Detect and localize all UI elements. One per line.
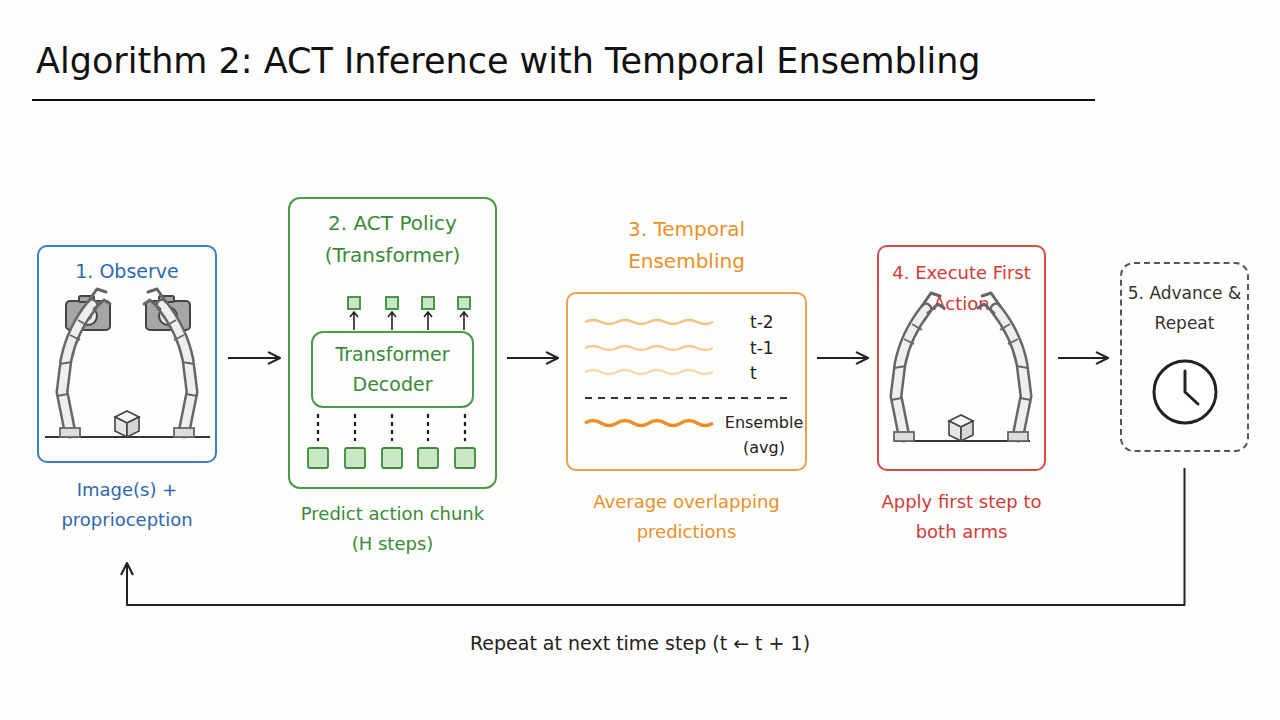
input-token xyxy=(418,448,438,468)
node-text: Image(s) + proprioception xyxy=(37,475,217,535)
dotted-line xyxy=(317,415,319,440)
output-tokens xyxy=(348,297,470,309)
camera-icon xyxy=(146,296,190,330)
box-outline xyxy=(311,331,474,408)
separator-line xyxy=(585,397,790,399)
flow-arrow xyxy=(228,357,280,359)
observe-box: 1. ObserveImage(s) + proprioception xyxy=(37,245,217,555)
clock-face xyxy=(1154,361,1216,423)
edge-label: Repeat at next time step (t ← t + 1) xyxy=(470,632,810,654)
prediction-curve xyxy=(585,346,713,350)
token-arrow xyxy=(350,312,358,330)
title-underline xyxy=(32,99,1095,101)
camera-icon xyxy=(66,296,110,330)
clock-hands xyxy=(1185,371,1198,404)
robot-arm xyxy=(57,289,110,437)
node-text: Average overlapping predictions xyxy=(566,487,807,547)
ensembling-box: 3. Temporal Ensembling t-2 t-1 tEnsemble (a… xyxy=(566,205,807,471)
input-token xyxy=(345,448,365,468)
diagram-title: Algorithm 2: ACT Inference with Temporal… xyxy=(36,40,981,82)
cube-object xyxy=(949,415,973,441)
table-line xyxy=(45,436,210,438)
node-text: Transformer Decoder xyxy=(311,339,474,399)
dotted-line xyxy=(391,415,393,440)
input-tokens xyxy=(308,448,475,468)
token-arrows xyxy=(350,312,468,330)
dotted-line xyxy=(427,415,429,440)
node-text: t xyxy=(750,362,800,384)
node-text: 4. Execute First Action xyxy=(871,257,1052,319)
node-text: Apply first step to both arms xyxy=(871,487,1052,547)
input-token xyxy=(382,448,402,468)
decoder-box: Transformer Decoder xyxy=(311,331,474,408)
token-arrow xyxy=(424,312,432,330)
dotted-line xyxy=(464,415,466,440)
input-token xyxy=(308,448,328,468)
ensemble-curve xyxy=(585,421,713,426)
node-text: 2. ACT Policy (Transformer) xyxy=(288,207,497,271)
execute-box: 4. Execute First ActionApply first step … xyxy=(877,245,1046,471)
robot-arm xyxy=(891,293,944,441)
output-token xyxy=(422,297,434,309)
input-token xyxy=(455,448,475,468)
node-text: t-2 xyxy=(750,311,800,333)
advance-box: 5. Advance & Repeat xyxy=(1120,262,1249,452)
node-text: 5. Advance & Repeat xyxy=(1127,278,1242,338)
node-text: Predict action chunk (H steps) xyxy=(288,499,497,559)
node-text: 1. Observe xyxy=(37,257,217,285)
dotted-line xyxy=(354,415,356,440)
output-token xyxy=(348,297,360,309)
output-token xyxy=(458,297,470,309)
token-arrow xyxy=(388,312,396,330)
robot-arm xyxy=(144,289,197,437)
input-dots xyxy=(318,415,465,440)
flow-arrow xyxy=(817,357,868,359)
node-text: Ensemble (avg) xyxy=(718,410,810,460)
node-text: 3. Temporal Ensembling xyxy=(611,213,762,277)
prediction-curve xyxy=(585,320,713,324)
token-arrow xyxy=(460,312,468,330)
node-text: t-1 xyxy=(750,337,800,359)
flow-arrow xyxy=(127,468,1185,605)
output-token xyxy=(386,297,398,309)
robot-arm xyxy=(978,293,1031,441)
table-line xyxy=(895,440,1030,442)
cube-object xyxy=(115,411,139,437)
flow-arrow xyxy=(1058,357,1108,359)
prediction-curve xyxy=(585,370,713,374)
policy-box: 2. ACT Policy (Transformer)Predict actio… xyxy=(288,197,497,489)
flow-arrow xyxy=(507,357,558,359)
